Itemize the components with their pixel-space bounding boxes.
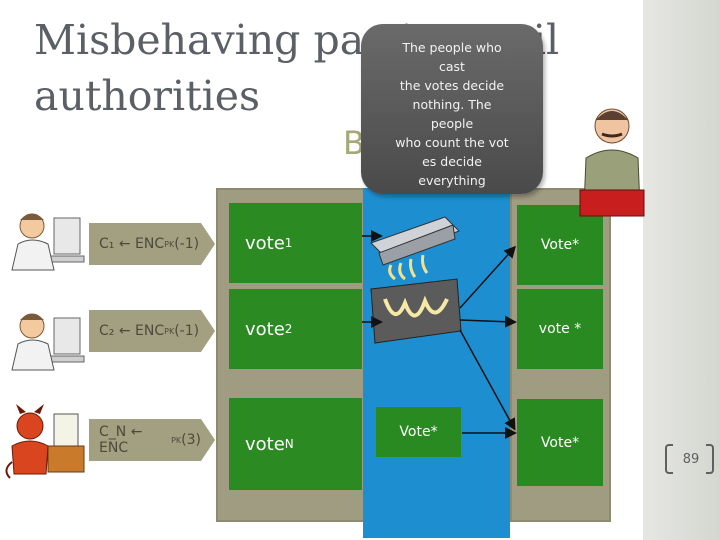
page-bracket-right: [706, 444, 714, 474]
callout-line: who count the vot: [395, 135, 509, 150]
enc-arg: (-1): [174, 236, 200, 252]
dictator-icon: [579, 108, 645, 217]
enc-key-sub: PK: [164, 326, 175, 336]
enc-key-sub: PK: [171, 435, 182, 445]
result-cell-n: Vote*: [517, 399, 603, 486]
arrow-right-icon: [201, 419, 215, 461]
voter-icon: [11, 313, 85, 371]
page-bracket-left: [665, 444, 673, 474]
voter-icon: [11, 213, 85, 271]
callout-line: nothing. The: [412, 97, 492, 112]
vote-label: vote: [245, 433, 285, 455]
vote-label: vote: [245, 232, 285, 254]
enc-arg: (3): [181, 432, 201, 448]
arrow-right-icon: [201, 223, 215, 265]
enc-label: C₁ ← ENC: [99, 236, 165, 252]
tally-arrows: [362, 230, 517, 439]
callout-line: The people who: [402, 40, 502, 55]
page-number: 89: [682, 451, 700, 467]
callout-line: the votes decide: [399, 78, 505, 93]
vote-sub: 2: [284, 322, 293, 336]
slide-side-band: [643, 0, 720, 540]
quote-callout: The people who cast the votes decide not…: [361, 24, 543, 194]
arrow-right-icon: [201, 310, 215, 352]
enc-label: C₂ ← ENC: [99, 323, 165, 339]
encrypted-ballot-n: C_N ← ENC PK(3): [89, 419, 201, 461]
enc-label: C_N ← ENC: [99, 424, 143, 456]
callout-line: people: [430, 116, 474, 131]
result-cell-1: Vote*: [517, 205, 603, 285]
callout-line: cast: [439, 59, 465, 74]
vote-label: vote: [245, 318, 285, 340]
bulletin-board-label: B: [343, 124, 365, 162]
devil-voter-icon: [5, 404, 85, 479]
tally-vote-cell: Vote*: [376, 407, 461, 457]
vote-sub: 1: [284, 236, 293, 250]
callout-line: es decide: [422, 154, 482, 169]
shredder-icon: [370, 216, 462, 344]
vote-sub: N: [284, 437, 294, 451]
enc-key-sub: PK: [164, 239, 175, 249]
title-line-2: authorities: [34, 72, 261, 120]
result-cell-2: vote *: [517, 289, 603, 369]
enc-arg: (-1): [174, 323, 200, 339]
callout-line: everything: [418, 173, 486, 188]
